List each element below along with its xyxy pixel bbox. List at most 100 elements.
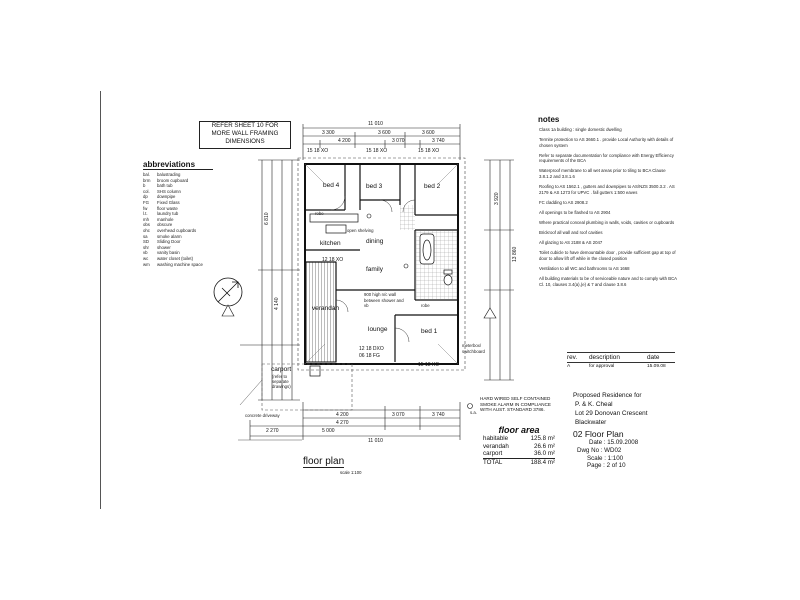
dimension-text: 3 740 xyxy=(432,412,445,418)
note-item: Brickroof all wall and roof cavities xyxy=(539,230,603,236)
robe-label: robe xyxy=(315,211,324,216)
table-row: A for approval 15.09.08 xyxy=(567,364,666,369)
window-tag: 15 18 XO xyxy=(307,148,329,154)
refer-line-3: DIMENSIONS xyxy=(225,138,265,145)
dimension-text: 3 920 xyxy=(494,192,500,205)
notes-list: Class 1a building : single domestic dwel… xyxy=(539,127,677,292)
list-item: col.SHS column xyxy=(143,188,181,194)
note-item: Toilet cubicle to have demountable door … xyxy=(539,250,676,261)
drawing-scale: Scale : 1:100 xyxy=(587,454,624,462)
dimension-text: 2 270 xyxy=(266,428,279,434)
smoke-alarm-label: s.a. xyxy=(470,410,477,415)
refer-line-2: MORE WALL FRAMING xyxy=(211,130,279,137)
plan-scale: scale 1:100 xyxy=(340,470,362,475)
window-tag: 06 18 FG xyxy=(359,353,380,359)
dimension-text: 5 000 xyxy=(322,428,335,434)
note-item: Waterproof membrane to all wet areas pri… xyxy=(539,168,666,180)
room-bed-1: bed 1 xyxy=(421,328,438,335)
driveway-lines xyxy=(238,379,302,441)
refer-line-1: REFER SHEET 10 FOR xyxy=(211,122,279,129)
project-line-4: Blackwater xyxy=(575,419,607,426)
plan-title: floor plan xyxy=(303,456,345,468)
dimension-text: 3 740 xyxy=(432,138,445,144)
concrete-driveway-label: concrete driveway xyxy=(245,413,280,418)
bottom-dimension-lines xyxy=(249,402,461,440)
note-item: Where practical conceal plumbing in wall… xyxy=(539,220,675,226)
kitchen-bench xyxy=(309,213,359,234)
note-item: Termite protection to AS 3660.1 . provid… xyxy=(539,137,674,148)
dimension-text: 4 200 xyxy=(338,138,351,144)
smoke-alarm-icon xyxy=(366,213,473,409)
stair-step xyxy=(309,365,321,377)
room-bed-4: bed 4 xyxy=(323,182,340,189)
revision-header: rev. description date xyxy=(567,354,660,361)
note-item: All glazing to AS 2188 & AS 2047 xyxy=(539,240,603,246)
room-family: family xyxy=(366,266,383,273)
note-item: Class 1a building : single domestic dwel… xyxy=(539,127,622,132)
drawing-date: Date : 15.09.2008 xyxy=(589,439,639,446)
room-bed-3: bed 3 xyxy=(366,183,383,190)
note-item: FC cladding to AS 2908.2 xyxy=(539,199,588,205)
window-tag: 15 18 XO xyxy=(418,148,440,154)
wall-note: 900 high n/c wall between shower and vb xyxy=(364,292,404,309)
project-line-3: Lot 29 Donovan Crescent xyxy=(575,410,648,417)
dimension-text: 3 600 xyxy=(422,130,435,136)
dimension-text: 6 810 xyxy=(264,212,270,225)
sheet-frame xyxy=(100,91,701,509)
note-item: Refer to separate documentation for comp… xyxy=(539,152,674,164)
door-swings xyxy=(330,195,416,343)
dimension-text: 4 140 xyxy=(274,297,280,310)
dimension-overall-bottom: 11 010 xyxy=(368,438,383,444)
drawing-number: Dwg No : WD02 xyxy=(577,446,622,454)
laundry-tiles xyxy=(400,205,415,230)
north-arrow-icon xyxy=(213,277,243,307)
room-verandah: verandah xyxy=(312,305,340,312)
section-marker-icon xyxy=(221,304,497,319)
open-shelving-label: open shelving xyxy=(347,228,374,233)
carport-note: (refer to separate drawings) xyxy=(272,374,291,389)
roof-hip-lines xyxy=(304,163,459,365)
top-dimension-lines xyxy=(302,124,461,160)
list-item: bal.balustrading xyxy=(143,172,181,177)
refer-sheet-note: REFER SHEET 10 FOR MORE WALL FRAMING DIM… xyxy=(199,121,291,149)
room-kitchen: kitchen xyxy=(320,240,341,247)
interior-walls xyxy=(305,164,458,362)
dimension-text: 3 600 xyxy=(378,130,391,136)
dimension-text: 3 300 xyxy=(322,130,335,136)
project-line-2: P. & K. Cheal xyxy=(575,401,613,408)
dimension-text: 3 070 xyxy=(392,412,405,418)
room-dining: dining xyxy=(366,238,384,245)
note-item: Roofing to AS 1562.1 , gutters and downp… xyxy=(539,184,675,195)
left-dimension-lines xyxy=(240,159,300,401)
verandah-decking xyxy=(305,261,337,363)
window-tag: 15 18 XO xyxy=(366,148,388,154)
toilet-fixture xyxy=(443,269,453,286)
room-bed-2: bed 2 xyxy=(424,183,441,190)
list-item: l.t.laundry tub xyxy=(143,211,179,217)
bath-fixture xyxy=(419,233,435,265)
revision-table: rev. description date A for approval 15.… xyxy=(567,352,675,370)
right-dimension-lines xyxy=(484,159,514,381)
window-tag: 12 18 XO xyxy=(322,257,344,263)
dimension-side-total: 13 860 xyxy=(512,246,518,262)
note-item: All openings to be flashed to AS 2904 xyxy=(539,209,611,215)
note-item: Ventilation to all WC and bathrooms to A… xyxy=(539,266,630,271)
title-block: Proposed Residence for P. & K. Cheal Lot… xyxy=(573,391,678,470)
room-lounge: lounge xyxy=(368,326,388,333)
smoke-alarm-note: HARD WIRED SELF CONTAINED SMOKE ALARM IN… xyxy=(480,396,551,412)
